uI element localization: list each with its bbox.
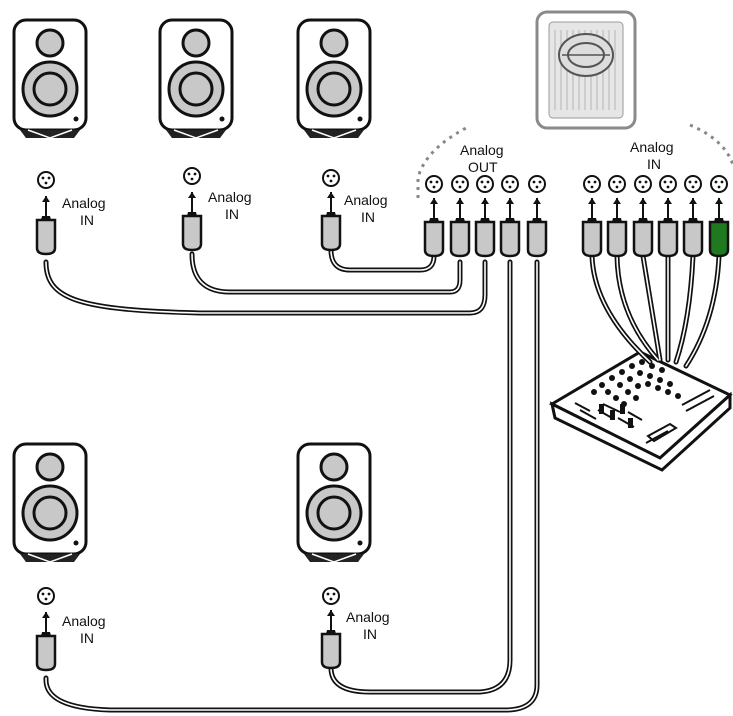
xlr-plug-icon — [682, 196, 704, 258]
xlr-connector-icon — [684, 175, 702, 193]
xlr-connector-icon — [322, 587, 340, 605]
speaker-bottom-2 — [296, 442, 372, 564]
xlr-plug-icon — [581, 196, 603, 258]
xlr-connector-icon — [37, 587, 55, 605]
xlr-connector-icon — [451, 175, 469, 193]
speaker-1-analog-label: Analog — [62, 195, 106, 211]
xlr-connector-icon — [583, 175, 601, 193]
xlr-connector-icon — [322, 169, 340, 187]
xlr-plug-icon — [181, 190, 203, 252]
mixing-console-icon — [548, 350, 733, 472]
xlr-plug-icon — [35, 194, 57, 256]
cables — [43, 247, 722, 713]
speaker-2-in-label: IN — [225, 206, 239, 222]
speaker-top-3 — [296, 18, 372, 140]
speaker-4-in-label: IN — [80, 630, 94, 646]
xlr-plug-icon — [657, 196, 679, 258]
speaker-2-analog-label: Analog — [208, 189, 252, 205]
in-panel-in-label: IN — [647, 156, 661, 172]
in-panel-analog-label: Analog — [630, 139, 674, 155]
xlr-plug-icon — [423, 196, 445, 258]
xlr-connector-icon — [501, 175, 519, 193]
speaker-4-analog-label: Analog — [62, 613, 106, 629]
xlr-connector-icon — [37, 171, 55, 189]
xlr-plug-icon — [320, 608, 342, 670]
xlr-connector-icon — [608, 175, 626, 193]
xlr-connector-icon — [183, 167, 201, 185]
xlr-plug-icon — [449, 196, 471, 258]
xlr-plug-icon — [632, 196, 654, 258]
xlr-connector-icon — [425, 175, 443, 193]
xlr-connector-icon — [476, 175, 494, 193]
out-panel-analog-label: Analog — [460, 142, 504, 158]
xlr-connector-icon — [659, 175, 677, 193]
speaker-5-analog-label: Analog — [346, 609, 390, 625]
xlr-connector-icon — [528, 175, 546, 193]
xlr-plug-icon — [606, 196, 628, 258]
in-panel-dotted-line — [689, 123, 733, 166]
speaker-top-2 — [158, 18, 234, 140]
speaker-top-1 — [12, 18, 88, 140]
xlr-plug-green-icon — [708, 196, 730, 258]
speaker-3-analog-label: Analog — [344, 192, 388, 208]
xlr-plug-icon — [35, 610, 57, 672]
xlr-connector-icon — [710, 175, 728, 193]
speaker-3-in-label: IN — [361, 209, 375, 225]
speaker-bottom-1 — [12, 442, 88, 564]
out-panel-dotted-line — [416, 126, 467, 198]
out-panel-out-label: OUT — [468, 159, 498, 175]
xlr-plug-icon — [499, 196, 521, 258]
xlr-plug-icon — [526, 196, 548, 258]
xlr-connector-icon — [634, 175, 652, 193]
speaker-1-in-label: IN — [80, 212, 94, 228]
speaker-5-in-label: IN — [363, 626, 377, 642]
xlr-plug-icon — [320, 190, 342, 252]
xlr-plug-icon — [474, 196, 496, 258]
subwoofer-icon — [535, 10, 637, 130]
